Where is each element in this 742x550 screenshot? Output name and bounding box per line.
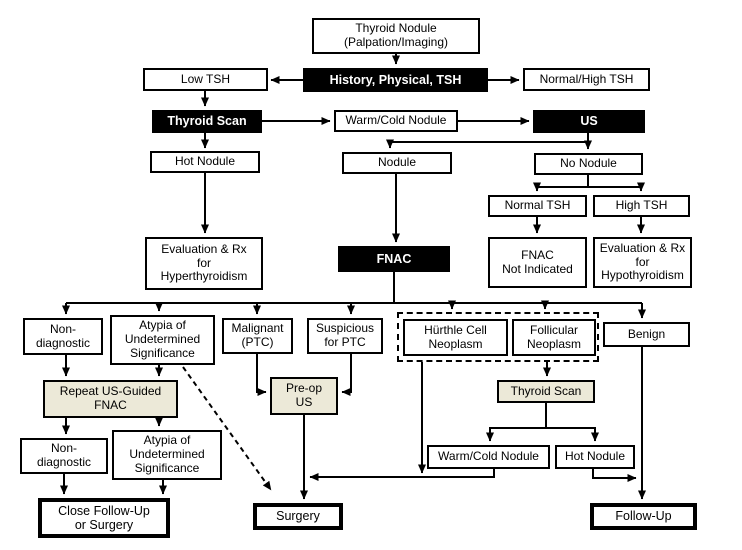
connector (533, 182, 588, 192)
node-normal-tsh: Normal TSH (488, 195, 587, 217)
node-normal-high-tsh: Normal/High TSH (523, 68, 650, 91)
node-thyroid-scan-2: Thyroid Scan (497, 380, 595, 403)
node-benign: Benign (603, 322, 690, 347)
node-fnac-not-indicated: FNAC Not Indicated (488, 237, 587, 288)
node-history-physical-tsh: History, Physical, TSH (303, 68, 488, 92)
connector (588, 182, 645, 192)
connector (309, 469, 495, 481)
node-atypia-2: Atypia of Undetermined Significance (112, 430, 222, 480)
node-non-diagnostic-1: Non- diagnostic (23, 318, 103, 355)
connector (592, 469, 637, 482)
node-follow-up: Follow-Up (590, 503, 697, 530)
node-us: US (533, 110, 645, 133)
node-eval-rx-hypothyroidism: Evaluation & Rx for Hypothyroidism (593, 237, 692, 288)
dashed-arrow (182, 366, 272, 491)
node-preop-us: Pre-op US (270, 377, 338, 415)
connector (341, 354, 352, 396)
node-hurthle-cell-neoplasm: Hürthle Cell Neoplasm (403, 319, 508, 356)
node-high-tsh: High TSH (593, 195, 690, 217)
connector (256, 354, 267, 396)
node-suspicious-for-ptc: Suspicious for PTC (307, 318, 383, 354)
flow-arrows (60, 54, 646, 500)
node-non-diagnostic-2: Non- diagnostic (20, 438, 108, 474)
node-surgery: Surgery (253, 503, 343, 530)
node-hot-nodule-1: Hot Nodule (150, 151, 260, 173)
node-malignant-ptc: Malignant (PTC) (222, 318, 293, 354)
node-low-tsh: Low TSH (143, 68, 268, 91)
node-close-follow-up-or-surgery: Close Follow-Up or Surgery (38, 498, 170, 538)
node-nodule: Nodule (342, 152, 452, 174)
node-follicular-neoplasm: Follicular Neoplasm (512, 319, 596, 356)
node-warm-cold-nodule-2: Warm/Cold Nodule (427, 445, 550, 469)
connector (386, 139, 588, 149)
node-repeat-us-guided-fnac: Repeat US-Guided FNAC (43, 380, 178, 418)
node-thyroid-scan-1: Thyroid Scan (152, 110, 262, 133)
node-eval-rx-hyperthyroidism: Evaluation & Rx for Hyperthyroidism (145, 237, 263, 290)
node-warm-cold-nodule-1: Warm/Cold Nodule (334, 110, 458, 132)
node-fnac: FNAC (338, 246, 450, 272)
node-no-nodule: No Nodule (534, 153, 643, 175)
connector (546, 427, 599, 442)
connector (486, 427, 546, 442)
node-atypia-1: Atypia of Undetermined Significance (110, 315, 215, 365)
node-thyroid-nodule: Thyroid Nodule (Palpation/Imaging) (312, 18, 480, 54)
node-hot-nodule-2: Hot Nodule (555, 445, 635, 469)
